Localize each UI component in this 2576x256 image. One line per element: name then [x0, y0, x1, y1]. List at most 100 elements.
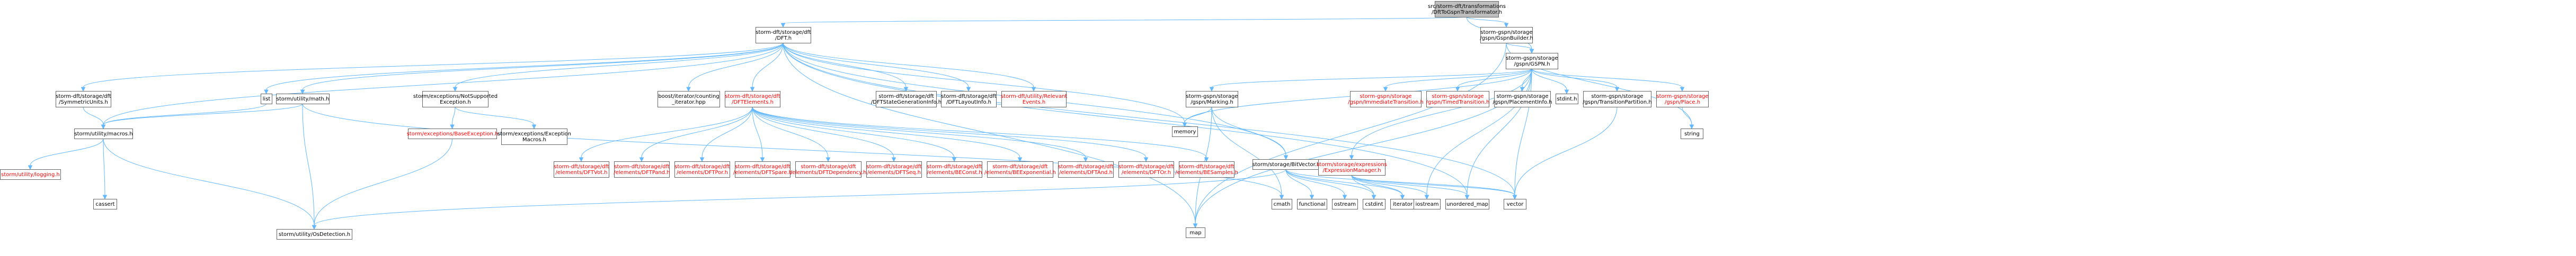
node-bad-exception[interactable]: storm/exceptions/BaseException.h	[407, 129, 499, 139]
node-box	[276, 94, 330, 104]
node-string: string	[1681, 129, 1703, 139]
node-label-line: storm/exceptions/BaseException.h	[407, 131, 499, 137]
node-logging[interactable]: storm/utility/logging.h	[0, 169, 61, 180]
node-layout-info[interactable]: storm-dft/storage/dft/DFTLayoutInfo.h	[941, 91, 997, 107]
edge-line	[103, 138, 315, 226]
node-box	[1297, 199, 1327, 209]
node-vector: vector	[1504, 199, 1526, 209]
node-dft-pand[interactable]: storm-dft/storage/dft/elements/DFTPand.h	[614, 161, 670, 178]
edge-arrowhead	[450, 124, 455, 130]
node-symmetric-units[interactable]: storm-dft/storage/dft/SymmetricUnits.h	[56, 91, 111, 107]
node-label-line: storm/storage/expressions	[1317, 162, 1387, 168]
node-be-const[interactable]: storm-dft/storage/dft/elements/BEConst.h	[927, 161, 982, 178]
node-dft-vot[interactable]: storm-dft/storage/dft/elements/DFTVot.h	[554, 161, 609, 178]
node-place-h[interactable]: storm-gspn/storage/gspn/Place.h	[1656, 91, 1709, 107]
edge-arrowhead	[952, 157, 957, 162]
node-box	[674, 161, 730, 178]
node-memory: memory	[1172, 126, 1198, 137]
node-label-line: Events.h	[1023, 99, 1045, 105]
node-cmath: cmath	[1272, 199, 1292, 209]
node-box	[93, 199, 117, 209]
edge-line	[783, 16, 1467, 24]
edge-line	[1385, 68, 1532, 88]
edge-arrowhead	[1349, 155, 1354, 160]
node-bitvector[interactable]: storm/storage/BitVector.h	[1253, 159, 1320, 170]
node-placement-info[interactable]: storm-gspn/storage/gspn/PlacementInfo.h	[1493, 91, 1552, 107]
node-label-line: storm-gspn/storage	[1506, 56, 1558, 61]
node-box	[1494, 91, 1551, 107]
node-label-line: storm-dft/storage/dft	[866, 164, 922, 170]
node-dft-and[interactable]: storm-dft/storage/dft/elements/DFTAnd.h	[1058, 161, 1114, 178]
edge-arrowhead	[102, 195, 108, 200]
node-list: list	[261, 94, 272, 104]
node-label-line: storm/exceptions/NotSupported	[413, 94, 498, 99]
node-marking[interactable]: storm-gspn/storage/gspn/Marking.h	[1186, 91, 1238, 107]
node-utility-math[interactable]: storm/utility/math.h	[276, 94, 330, 104]
edge-utility_math-to-os_detection	[302, 103, 317, 230]
node-gspn-builder[interactable]: storm-gspn/storage/gspn/GspnBuilder.h	[1480, 27, 1533, 43]
include-edges	[28, 16, 1694, 230]
node-os-detection[interactable]: storm/utility/OsDetection.h	[277, 229, 352, 240]
node-counting-iterator: boost/iterator/counting_iterator.hpp	[658, 91, 720, 107]
node-transition-partition[interactable]: storm-gspn/storage/gspn/TransitionPartit…	[1583, 91, 1652, 107]
edge-arrowhead	[1383, 87, 1388, 92]
node-gspn-h[interactable]: storm-gspn/storage/gspn/GSPN.h	[1506, 53, 1558, 69]
edge-dft_elements-to-dft_spare	[752, 106, 765, 162]
node-label-line: /gspn/TransitionPartition.h	[1583, 99, 1652, 105]
edge-line	[103, 42, 784, 125]
node-macros[interactable]: storm/utility/macros.h	[74, 129, 133, 139]
edge-arrowhead	[300, 89, 305, 95]
node-dft-dependency[interactable]: storm-dft/storage/dft/elements/DFTDepend…	[790, 161, 867, 178]
node-expression-manager[interactable]: storm/storage/expressions/ExpressionMana…	[1317, 159, 1387, 176]
node-box	[866, 161, 922, 178]
edge-line	[83, 42, 784, 88]
node-box	[735, 161, 790, 178]
edge-line	[641, 106, 753, 158]
node-box	[987, 161, 1053, 178]
edge-line	[103, 103, 267, 125]
node-root[interactable]: src/storm-dft/transformations/DftToGspnT…	[1428, 1, 1506, 17]
edge-arrowhead	[1564, 89, 1569, 95]
edge-arrowhead	[1083, 157, 1088, 162]
node-dft-or[interactable]: storm-dft/storage/dft/elements/DFTOr.h	[1118, 161, 1174, 178]
node-box	[554, 161, 609, 178]
node-label-line: functional	[1299, 202, 1326, 207]
edge-line	[1351, 175, 1515, 196]
node-label-line: /gspn/GSPN.h	[1514, 61, 1550, 67]
node-dft-spare[interactable]: storm-dft/storage/dft/elements/DFTSpare.…	[733, 161, 792, 178]
node-immediate-transition[interactable]: storm-gspn/storage/gspn/ImmediateTransit…	[1348, 91, 1424, 107]
node-dft-por[interactable]: storm-dft/storage/dft/elements/DFTPor.h	[674, 161, 730, 178]
edge-line	[752, 106, 763, 158]
edge-arrowhead	[452, 87, 458, 92]
edge-line	[1285, 169, 1403, 196]
node-dft-h[interactable]: storm-dft/storage/dft/DFT.h	[756, 27, 811, 43]
node-label-line: storm/utility/math.h	[277, 96, 330, 102]
node-label-line: iterator	[1393, 202, 1413, 207]
node-label-line: storm-gspn/storage	[1496, 94, 1548, 99]
node-label-line: storm-dft/storage/dft	[735, 164, 790, 170]
node-box	[1186, 227, 1205, 238]
node-label-line: /DftToGspnTransformator.h	[1432, 10, 1502, 15]
edge-root-to-dft_h	[780, 16, 1467, 28]
edge-gspn_h-to-iostream	[1424, 68, 1532, 200]
node-timed-transition[interactable]: storm-gspn/storage/gspn/TimedTransition.…	[1426, 91, 1490, 107]
edge-line	[783, 42, 1468, 196]
edge-transition_partition-to-vector	[1512, 106, 1618, 200]
node-box	[422, 91, 488, 107]
node-box	[1414, 199, 1441, 209]
node-be-samples[interactable]: storm-dft/storage/dft/elements/BESamples…	[1175, 161, 1238, 178]
node-dft-seq[interactable]: storm-dft/storage/dft/elements/DFTSeq.h	[866, 161, 922, 178]
edge-line	[752, 106, 1086, 158]
node-state-gen-info[interactable]: storm-dft/storage/dft/DFTStateGeneration…	[871, 91, 941, 107]
node-box	[1426, 91, 1489, 107]
node-box	[0, 169, 61, 180]
node-dft-elements[interactable]: storm-dft/storage/dft/DFTElements.h	[725, 91, 780, 107]
node-box	[1350, 91, 1422, 107]
node-be-exponential[interactable]: storm-dft/storage/dft/elements/BEExponen…	[984, 161, 1056, 178]
edge-gspn_h-to-immediate_transition	[1383, 68, 1532, 92]
edge-line	[1285, 169, 1345, 196]
node-functional: functional	[1297, 199, 1327, 209]
